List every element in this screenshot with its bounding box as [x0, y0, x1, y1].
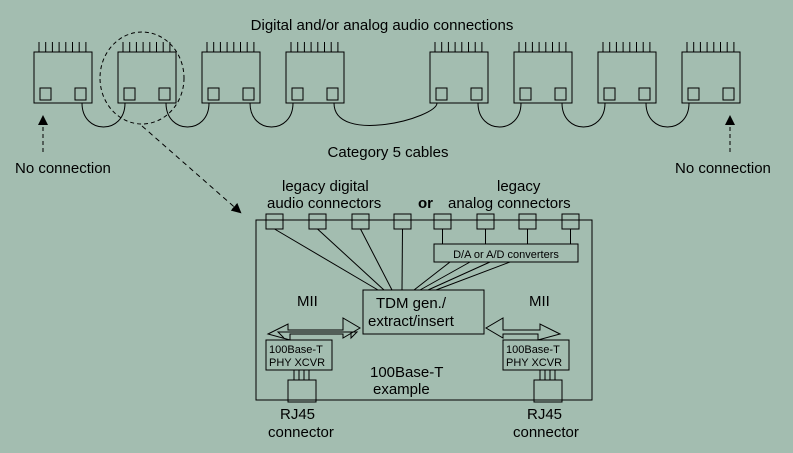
cable-2-3: [165, 102, 210, 128]
mii-left-arrow: [276, 331, 359, 340]
cable-4-5: [333, 102, 438, 126]
cable-3-4: [249, 102, 294, 128]
device-box: [429, 42, 489, 104]
rj45-right-label-1: RJ45: [527, 406, 562, 423]
cable-5-6: [477, 102, 522, 128]
port-right: [722, 87, 735, 101]
connector-line: [274, 228, 379, 291]
device-box: [201, 42, 261, 104]
mii-right-arrow-shape: [485, 317, 562, 341]
mii-right-label: MII: [529, 293, 550, 310]
legacy-connectors: [265, 213, 580, 291]
device-outline: [681, 51, 741, 104]
legacy-connector: [561, 213, 580, 230]
device-outline: [597, 51, 657, 104]
example-label-2: example: [373, 381, 430, 398]
cable-1-2: [81, 102, 126, 128]
cat5-cables: [81, 102, 690, 128]
port-left: [39, 87, 52, 101]
legacy-digital-label-1: legacy digital: [282, 178, 369, 195]
legacy-digital-label-2: audio connectors: [267, 195, 381, 212]
device-outline: [33, 51, 93, 104]
legacy-connector: [393, 213, 412, 230]
tdm-label-1: TDM gen./: [376, 295, 447, 312]
port-right: [242, 87, 255, 101]
device-box: [285, 42, 345, 104]
or-label: or: [418, 195, 433, 212]
device-outline: [201, 51, 261, 104]
connector-line: [317, 228, 385, 291]
tdm-box: [362, 289, 485, 335]
device-box: [597, 42, 657, 104]
port-left: [207, 87, 220, 101]
connector-line: [360, 228, 393, 291]
device-outline: [285, 51, 345, 104]
detail-zoom-arrow: [141, 125, 242, 214]
phy-right-label-2: PHY XCVR: [506, 357, 562, 369]
legacy-connector: [518, 213, 537, 230]
converter-line: [419, 261, 471, 291]
device-outline: [117, 51, 177, 104]
device-box: [513, 42, 573, 104]
phy-left-label-2: PHY XCVR: [269, 357, 325, 369]
tdm-label-2: extract/insert: [368, 313, 455, 330]
converter-line: [413, 261, 451, 291]
legacy-analog-label-2: analog connectors: [448, 195, 571, 212]
port-left: [435, 87, 448, 101]
connector-line: [401, 228, 403, 291]
legacy-connector: [476, 213, 495, 230]
device-box: [681, 42, 741, 104]
legacy-connector: [308, 213, 327, 230]
port-left: [291, 87, 304, 101]
port-right: [554, 87, 567, 101]
port-left: [519, 87, 532, 101]
phy-right-label-1: 100Base-T: [506, 344, 560, 356]
cable-label: Category 5 cables: [328, 144, 449, 161]
device-chain: [33, 42, 741, 104]
device-box: [33, 42, 93, 104]
port-left: [687, 87, 700, 101]
device-outline: [513, 51, 573, 104]
port-right: [470, 87, 483, 101]
port-right: [74, 87, 87, 101]
detail-panel: legacy digital audio connectors or legac…: [255, 178, 593, 441]
rj45-left-label-1: RJ45: [280, 406, 315, 423]
rj45-jack: [533, 379, 563, 403]
phy-left-label-1: 100Base-T: [269, 344, 323, 356]
cable-6-7: [561, 102, 606, 128]
legacy-connector: [433, 213, 452, 230]
converter-line: [435, 261, 511, 291]
highlight-circle: [99, 31, 185, 125]
left-no-connection-label: No connection: [15, 160, 111, 177]
mii-left-label: MII: [297, 293, 318, 310]
converter-box: [433, 243, 579, 263]
legacy-connector: [265, 213, 284, 230]
port-right: [326, 87, 339, 101]
converter-label: D/A or A/D converters: [453, 249, 559, 261]
port-right: [158, 87, 171, 101]
detail-box: [255, 219, 593, 401]
phy-right-box: [502, 339, 570, 371]
rj45-left-label-2: connector: [268, 424, 334, 441]
legacy-analog-label-1: legacy: [497, 178, 541, 195]
device-outline: [429, 51, 489, 104]
example-label-1: 100Base-T: [370, 364, 443, 381]
device-box: [117, 42, 177, 104]
rj45-jack: [287, 379, 317, 403]
rj45-right-label-2: connector: [513, 424, 579, 441]
diagram-title: Digital and/or analog audio connections: [251, 17, 514, 34]
mii-left-arrow-shape: [266, 317, 361, 341]
port-right: [638, 87, 651, 101]
converter-line: [427, 261, 491, 291]
cable-7-8: [645, 102, 690, 128]
port-left: [603, 87, 616, 101]
rj45-jacks: [287, 370, 563, 403]
right-no-connection-label: No connection: [675, 160, 771, 177]
port-left: [123, 87, 136, 101]
legacy-connector: [351, 213, 370, 230]
